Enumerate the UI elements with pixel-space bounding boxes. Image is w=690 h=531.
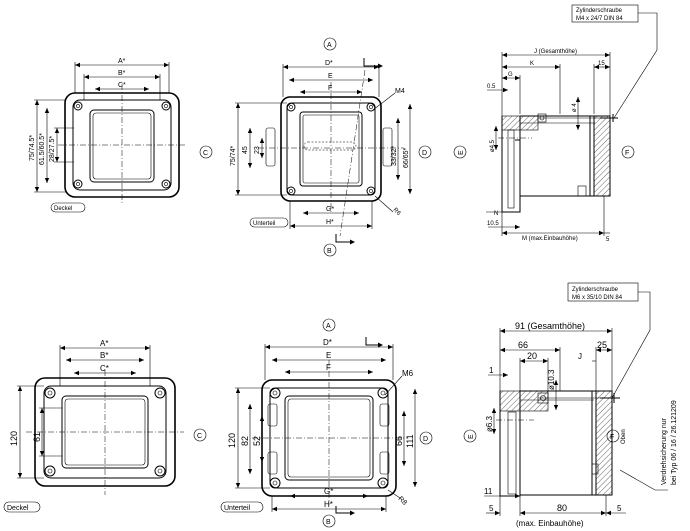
screw-note-line1-top: Zylinderschraube xyxy=(576,8,623,14)
lid-dim-v2: 61.5/60.5* xyxy=(39,133,46,165)
lid-screw-holes-bottom xyxy=(44,387,166,477)
section-drawing-bottom: Zylinderschraube M6 x 35/10 DIN 84 Verdr… xyxy=(463,282,678,528)
lid-tag: Deckel xyxy=(54,206,72,212)
sec-dim-k-top: K xyxy=(530,61,534,67)
sec-dim-80-bottom: 80 xyxy=(557,503,567,513)
sec-dim-05-top: 0.5 xyxy=(487,84,496,90)
base-tag: Unterteil xyxy=(253,221,275,227)
base-dim-e-bottom: E xyxy=(326,351,331,360)
base-screw-holes xyxy=(286,102,376,196)
sec-dim-5-top: 5 xyxy=(606,237,610,243)
base-dim-v3: 23 xyxy=(254,146,261,154)
base-dim-v2-bottom: 82 xyxy=(240,436,250,446)
base-dim-v5: 66/65* xyxy=(403,147,410,168)
marker-f-bottom: F xyxy=(610,434,614,441)
base-dim-v4: 33/32* xyxy=(391,145,398,166)
base-dim-h-bottom: H* xyxy=(324,500,333,509)
base-screw-holes-bottom xyxy=(269,387,389,489)
marker-d-bottom: D xyxy=(423,436,428,443)
base-tag-bottom: Unterteil xyxy=(224,505,251,512)
marker-a-bottom: A xyxy=(326,323,331,330)
sec-dim-15-top: 15 xyxy=(598,61,605,67)
marker-e-top: E xyxy=(458,150,465,155)
lid-dim-a: A* xyxy=(118,58,126,65)
lid-tag-bottom: Deckel xyxy=(7,505,29,512)
sec-dim-1-bottom: 1 xyxy=(489,366,494,375)
sec-dim-11-bottom: 11 xyxy=(484,487,493,496)
base-dim-m-bottom: M6 xyxy=(402,369,414,378)
marker-b-bottom: B xyxy=(326,519,331,526)
sec-dim-20-bottom: 20 xyxy=(527,351,537,361)
marker-d-top: D xyxy=(422,150,427,157)
base-dim-r: R6 xyxy=(392,207,402,217)
screw-note-line2-top: M4 x 24/7 DIN 84 xyxy=(576,16,623,22)
base-dim-h: H* xyxy=(326,219,334,226)
base-dim-g-bottom: G* xyxy=(324,487,333,496)
marker-e-bottom: E xyxy=(468,434,475,439)
section-drawing-top: Zylinderschraube M4 x 24/7 DIN 84 J (Ges… xyxy=(453,4,658,243)
marker-c-bottom: C xyxy=(197,433,202,440)
screw-note-line1-bottom: Zylinderschraube xyxy=(572,287,619,293)
base-dim-e: E xyxy=(328,73,333,80)
lid-dim-c-bottom: C* xyxy=(100,364,109,373)
lid-dim-v2-bottom: 61 xyxy=(32,432,42,442)
sec-dim-m-bottom: (max. Einbauhöhe) xyxy=(516,519,584,528)
sec-dim-j-top: J (Gesamthöhe) xyxy=(534,49,577,55)
sec-dim-d103-bottom: ø10.3 xyxy=(547,369,556,390)
marker-b-top: B xyxy=(327,248,332,255)
sec-oben-label: Oben xyxy=(621,429,627,444)
lid-dim-c: C* xyxy=(118,82,126,89)
lid-dim-v1: 75/74.5* xyxy=(29,135,36,161)
sec-dim-25-bottom: 25 xyxy=(597,340,607,350)
lid-dim-v1-bottom: 120 xyxy=(9,431,19,446)
base-dim-f-bottom: F xyxy=(326,363,331,372)
marker-c-top: C xyxy=(203,150,208,157)
sec-dim-n-top: N xyxy=(494,211,498,217)
sec-dim-j-bottom: J xyxy=(578,352,582,361)
vert-note-line1: Verdrehsicherung nur xyxy=(661,417,668,485)
marker-a-top: A xyxy=(327,42,332,49)
lid-dim-v3: 28/27.5* xyxy=(49,136,56,162)
base-dim-d: D* xyxy=(325,60,333,67)
sec-dim-total-bottom: 91 (Gesamthöhe) xyxy=(515,321,585,331)
lid-dim-a-bottom: A* xyxy=(100,339,108,348)
base-dim-f: F xyxy=(328,85,332,92)
lid-drawing-top: A* B* C* 75/74.5* 61.5/60.5* 28/27.5* De… xyxy=(29,58,186,213)
base-drawing-top: A B C D D* E F G* xyxy=(199,37,432,257)
lid-dim-b-bottom: B* xyxy=(100,351,108,360)
base-dim-v2: 45 xyxy=(242,146,249,154)
base-dim-g: G* xyxy=(326,206,334,213)
sec-dim-d4-top: ø 4 xyxy=(572,103,578,112)
sec-dim-g-top: G xyxy=(508,72,513,78)
base-dim-r-bottom: R8 xyxy=(397,495,408,506)
marker-f-top: F xyxy=(625,150,629,157)
base-dim-v1: 75/74* xyxy=(230,145,237,166)
sec-dim-105-top: 10.5 xyxy=(487,221,499,227)
base-dim-m: M4 xyxy=(395,88,405,95)
base-dim-v3-bottom: 52 xyxy=(252,436,262,446)
base-dim-v4-bottom: 66 xyxy=(394,436,404,446)
sec-dim-5l-bottom: 5 xyxy=(489,504,494,513)
lid-dim-b: B* xyxy=(118,70,126,77)
lid-screw-holes xyxy=(73,101,171,189)
screw-note-line2-bottom: M6 x 35/10 DIN 84 xyxy=(572,295,623,301)
sec-dim-66-bottom: 66 xyxy=(518,340,528,350)
base-dim-d-bottom: D* xyxy=(323,338,332,347)
base-drawing-bottom: A B C D D* E F G* H xyxy=(193,318,433,528)
sec-dim-5r-bottom: 5 xyxy=(617,504,622,513)
lid-drawing-bottom: A* B* C* 120 61 Deckel xyxy=(3,339,184,513)
sec-dim-d63-bottom: ø6.3 xyxy=(485,415,494,432)
base-dim-v5-bottom: 111 xyxy=(405,434,415,448)
sec-dim-m-top: M (max.Einbauhöhe) xyxy=(522,236,578,242)
sec-dim-d45-top: ø4.5 xyxy=(490,139,496,152)
base-dim-v1-bottom: 120 xyxy=(227,433,237,448)
vert-note-line2: bei Typ 06 / 16 / 26.121209 xyxy=(671,400,678,485)
